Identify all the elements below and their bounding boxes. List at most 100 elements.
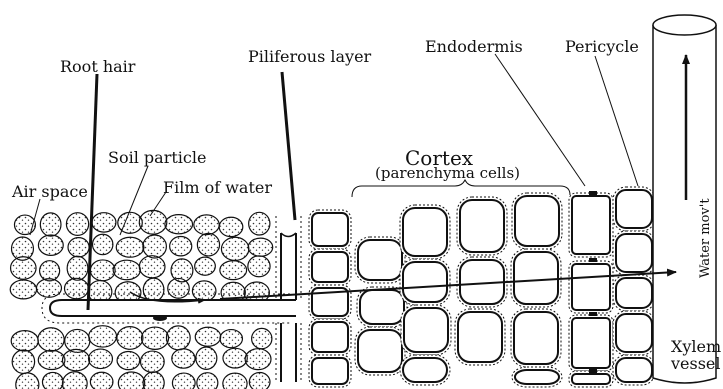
soil-particle xyxy=(192,281,216,301)
soil-particle xyxy=(196,347,217,369)
soil-particle xyxy=(90,260,115,281)
soil-particle xyxy=(38,235,63,255)
soil-particle xyxy=(197,233,219,256)
soil-particle xyxy=(40,213,61,236)
root-hair-nucleus xyxy=(153,315,167,321)
soil-particle xyxy=(141,327,168,349)
soil-particle xyxy=(68,238,89,257)
soil-particle xyxy=(16,373,39,389)
label-parenchyma: (parenchyma cells) xyxy=(375,164,520,182)
cell xyxy=(400,205,450,259)
label-air-space: Air space xyxy=(11,182,88,201)
soil-particle xyxy=(170,236,192,255)
cell xyxy=(569,261,613,313)
soil-particle xyxy=(141,351,165,372)
label-endodermis: Endodermis xyxy=(425,37,523,56)
soil-particle xyxy=(38,328,64,351)
label-soil-particle: Soil particle xyxy=(108,148,206,167)
soil-particle xyxy=(66,213,88,236)
cell xyxy=(613,311,655,355)
label-vessel: vessel xyxy=(670,354,721,373)
cell xyxy=(511,309,561,367)
soil-particle xyxy=(117,351,140,369)
soil-particle xyxy=(139,210,167,234)
cell xyxy=(512,367,562,387)
soil-particle xyxy=(62,372,87,389)
cell xyxy=(309,319,351,355)
soil-particle xyxy=(90,372,113,389)
soil-particle xyxy=(221,237,248,260)
soil-particle xyxy=(172,373,195,389)
cell xyxy=(357,287,407,327)
cell xyxy=(455,309,505,365)
soil-particle xyxy=(65,278,89,298)
cell xyxy=(355,237,405,283)
soil-particle xyxy=(143,372,164,389)
label-water-movement: Water mov't xyxy=(698,198,713,278)
soil-particle xyxy=(89,349,113,369)
soil-particle xyxy=(93,234,113,254)
cell xyxy=(613,275,655,311)
soil-particle xyxy=(223,373,247,389)
soil-particle xyxy=(195,257,216,275)
soil-particle xyxy=(248,238,272,256)
soil-particle xyxy=(165,215,193,234)
soil-particle xyxy=(166,326,190,350)
root-cells xyxy=(309,187,655,387)
cell xyxy=(569,371,613,387)
soil-particle xyxy=(92,213,116,232)
cell xyxy=(309,355,351,387)
label-root-hair: Root hair xyxy=(60,57,136,76)
soil-particle xyxy=(248,256,270,277)
soil-particle xyxy=(11,257,36,279)
soil-particle xyxy=(40,261,60,281)
cell xyxy=(309,249,351,285)
cell xyxy=(511,249,561,307)
cell xyxy=(401,305,451,355)
soil-particle xyxy=(38,350,65,369)
cell xyxy=(400,355,450,385)
soil-particle xyxy=(89,326,117,347)
cell xyxy=(613,355,655,385)
cell xyxy=(613,231,655,275)
cell xyxy=(569,315,613,371)
soil-particle xyxy=(197,373,218,389)
cell xyxy=(309,210,351,249)
soil-particle xyxy=(118,372,144,389)
soil-particle xyxy=(113,260,140,280)
soil-particle xyxy=(117,327,143,350)
soil-particle xyxy=(223,348,247,368)
cell xyxy=(457,197,507,255)
soil-particle xyxy=(62,349,89,370)
label-piliferous-layer: Piliferous layer xyxy=(248,47,372,66)
soil-particle xyxy=(14,215,35,234)
soil-particle xyxy=(249,372,270,389)
soil-particle xyxy=(12,350,34,373)
soil-particle xyxy=(194,215,219,235)
cell xyxy=(512,193,562,249)
cell xyxy=(355,327,405,375)
soil-particle xyxy=(116,237,144,257)
soil-particle xyxy=(195,327,220,346)
soil-particle xyxy=(42,372,63,389)
cell xyxy=(309,285,351,319)
cell xyxy=(569,193,613,257)
soil-particle xyxy=(143,278,164,301)
soil-particle xyxy=(168,278,189,298)
cell xyxy=(400,259,450,305)
cell xyxy=(613,187,655,231)
soil-particle xyxy=(143,235,167,258)
soil-particle xyxy=(36,279,61,298)
soil-particle xyxy=(139,256,165,278)
soil-particle xyxy=(220,261,247,280)
soil-particle xyxy=(219,217,243,236)
soil-particle xyxy=(220,330,243,348)
label-film-of-water: Film of water xyxy=(163,178,272,197)
soil-particle xyxy=(252,328,272,348)
soil-particle xyxy=(172,349,195,368)
soil-particle xyxy=(11,331,38,351)
soil-particle xyxy=(249,212,270,235)
soil-particle xyxy=(245,349,271,370)
